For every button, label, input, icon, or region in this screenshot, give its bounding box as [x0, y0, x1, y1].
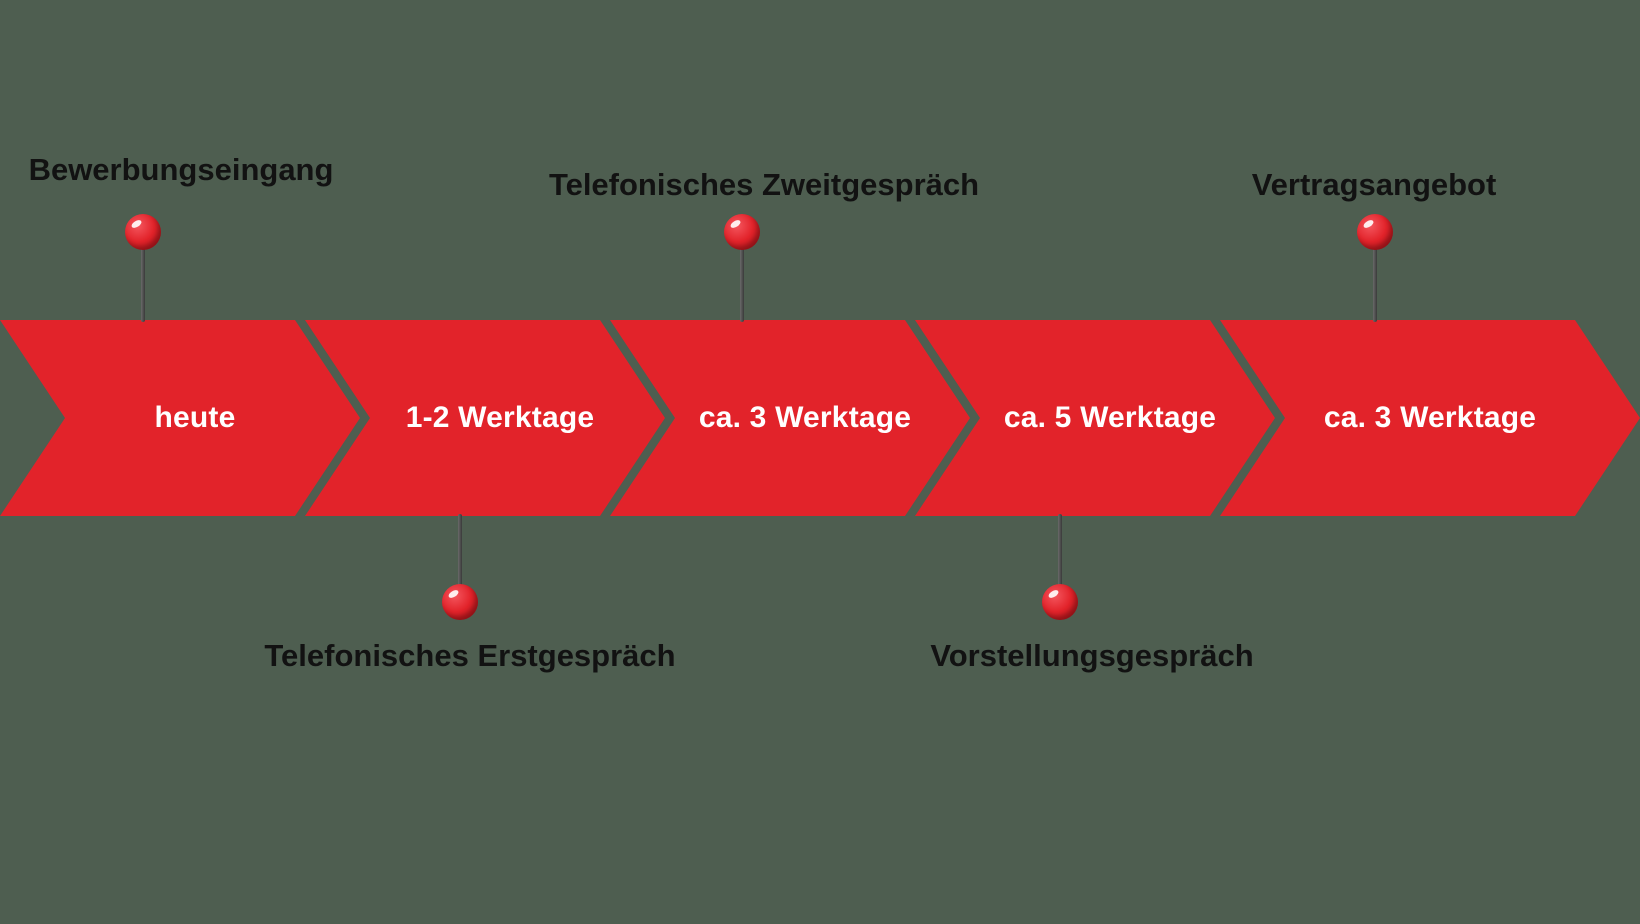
pin-needle	[141, 234, 145, 322]
stage-duration: ca. 3 Werktage	[698, 401, 912, 434]
pushpin-icon	[442, 584, 478, 620]
milestone-label-zweitgespraech: Telefonisches Zweitgespräch	[548, 167, 980, 202]
milestone-label-vorstellungsgespraech: Vorstellungsgespräch	[930, 638, 1254, 673]
pin-marker-zweitgespraech	[724, 214, 760, 324]
pin-needle	[1058, 514, 1062, 590]
pin-needle	[458, 514, 462, 590]
milestone-label-bewerbungseingang: Bewerbungseingang	[28, 152, 334, 187]
timeline-stage-5: ca. 3 Werktage	[1220, 320, 1640, 516]
pushpin-icon	[1357, 214, 1393, 250]
stage-duration: ca. 5 Werktage	[1003, 401, 1217, 434]
pin-marker-bewerbungseingang	[125, 214, 161, 324]
pin-marker-vertragsangebot	[1357, 214, 1393, 324]
pin-marker-erstgespraech	[442, 514, 478, 624]
milestone-label-vertragsangebot: Vertragsangebot	[1251, 167, 1497, 202]
timeline-stage-1: heute	[0, 320, 360, 516]
stage-duration: ca. 3 Werktage	[1323, 401, 1537, 434]
pushpin-icon	[125, 214, 161, 250]
pin-needle	[740, 234, 744, 322]
pin-marker-vorstellungsgespraech	[1042, 514, 1078, 624]
milestone-label-erstgespraech: Telefonisches Erstgespräch	[264, 638, 676, 673]
stage-duration: heute	[154, 401, 236, 434]
pushpin-icon	[724, 214, 760, 250]
pushpin-icon	[1042, 584, 1078, 620]
pin-needle	[1373, 234, 1377, 322]
stage-duration: 1-2 Werktage	[405, 401, 595, 434]
